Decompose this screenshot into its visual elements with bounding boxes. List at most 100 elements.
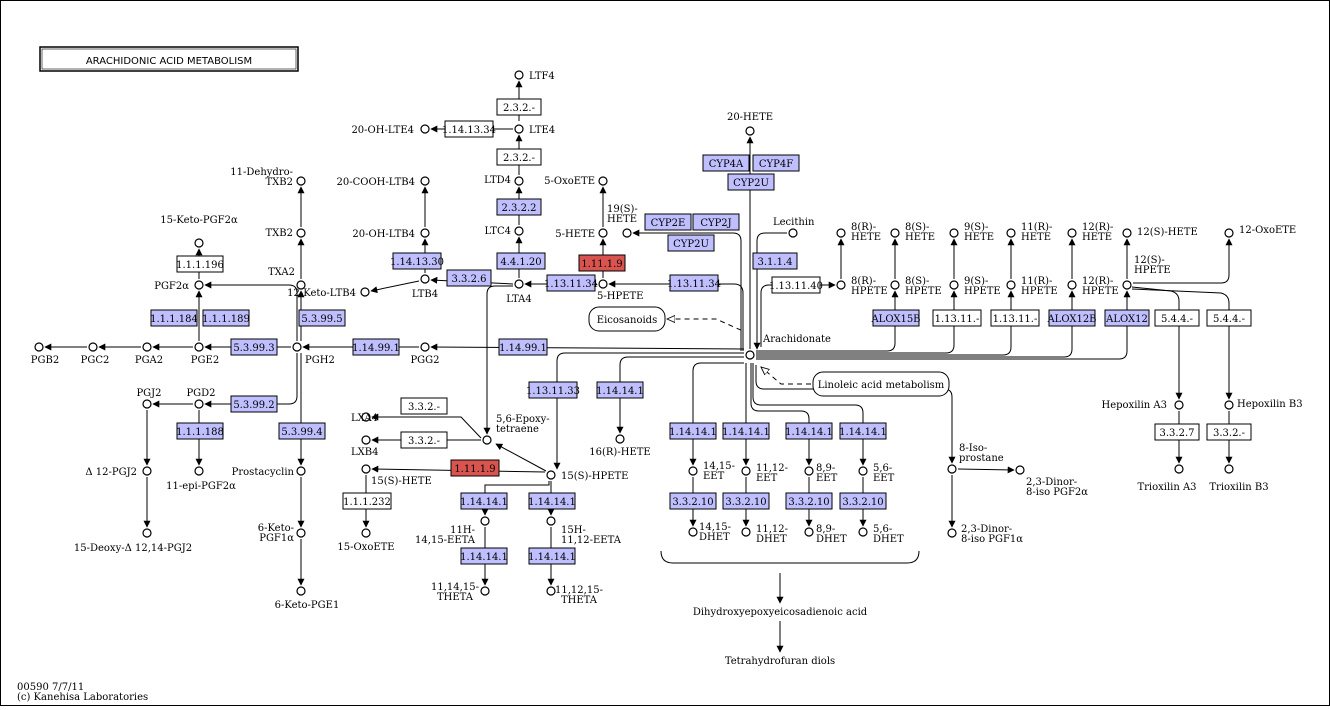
compound-node[interactable] <box>1015 465 1025 475</box>
compound-node[interactable] <box>890 280 900 290</box>
enzyme-box[interactable] <box>392 252 442 270</box>
enzyme-111188[interactable]: 1.1.1.188 <box>176 422 224 440</box>
enzyme-11499a[interactable]: 1.14.99.1 <box>352 338 400 356</box>
compound-node[interactable] <box>361 464 371 474</box>
enzyme-114141i[interactable]: 1.14.14.1 <box>839 422 887 440</box>
compound-node[interactable] <box>858 527 868 537</box>
compound-pgh2[interactable]: PGH2 <box>292 342 335 366</box>
enzyme-box[interactable] <box>230 395 278 413</box>
enzyme-box[interactable] <box>990 309 1040 327</box>
compound-20coohltb4[interactable]: 20-COOH-LTB4 <box>337 176 430 188</box>
compound-89dhet[interactable]: 8,9-DHET <box>804 524 847 545</box>
enzyme-11311a[interactable]: 1.13.11.- <box>932 309 982 327</box>
enzyme-box[interactable] <box>176 422 224 440</box>
compound-node[interactable] <box>194 399 204 409</box>
compound-pgc2[interactable]: PGC2 <box>81 342 110 366</box>
compound-node[interactable] <box>420 176 430 186</box>
compound-15h1112eeta[interactable]: 15H-11,12-EETA <box>546 516 622 546</box>
compound-16rhete[interactable]: 16(R)-HETE <box>589 434 651 458</box>
compound-node[interactable] <box>836 280 846 290</box>
enzyme-box[interactable] <box>785 422 833 440</box>
enzyme-33210a[interactable]: 3.3.2.10 <box>669 492 717 510</box>
enzyme-114141d[interactable]: 1.14.14.1 <box>460 547 508 565</box>
compound-9shete[interactable]: 9(S)-HETE <box>949 222 994 243</box>
compound-20ohlte4[interactable]: 20-OH-LTE4 <box>351 124 430 136</box>
compound-node[interactable] <box>1224 464 1234 474</box>
compound-node[interactable] <box>361 412 371 422</box>
map-link-linoleic[interactable]: Linoleic acid metabolism <box>812 371 950 397</box>
compound-ltd4[interactable]: LTD4 <box>484 175 524 186</box>
enzyme-box[interactable] <box>400 397 448 415</box>
compound-node[interactable] <box>688 527 698 537</box>
compound-15deoxypgj2[interactable]: 15-Deoxy-Δ 12,14-PGJ2 <box>74 528 192 554</box>
compound-pga2[interactable]: PGA2 <box>135 342 163 366</box>
compound-node[interactable] <box>194 342 204 352</box>
compound-node[interactable] <box>745 126 755 136</box>
compound-11rhpete[interactable]: 11(R)-HPETE <box>1006 276 1058 297</box>
compound-node[interactable] <box>420 228 430 238</box>
compound-node[interactable] <box>745 350 755 360</box>
compound-56epoxytetraene[interactable]: 5,6-Epoxy-tetraene <box>482 414 550 445</box>
enzyme-box[interactable] <box>752 154 800 172</box>
compound-prostacyclin[interactable]: Prostacyclin <box>232 466 306 478</box>
enzyme-box[interactable] <box>1206 309 1252 327</box>
enzyme-111196[interactable]: 1.1.1.196 <box>176 255 224 273</box>
enzyme-114141c[interactable]: 1.14.14.1 <box>528 492 576 510</box>
compound-lxb4[interactable]: LXB4 <box>351 435 378 458</box>
enzyme-2322b[interactable]: 2.3.2.- <box>496 148 542 166</box>
enzyme-544b[interactable]: 5.4.4.- <box>1206 309 1252 327</box>
enzyme-box[interactable] <box>278 422 326 440</box>
compound-node[interactable] <box>420 274 430 284</box>
compound-node[interactable] <box>947 528 957 538</box>
enzyme-53995[interactable]: 5.3.99.5 <box>298 309 346 327</box>
compound-node[interactable] <box>1006 228 1016 238</box>
compound-8shete[interactable]: 8(S)-HETE <box>890 222 935 243</box>
compound-15shpete[interactable]: 15(S)-HPETE <box>546 470 628 482</box>
compound-hepoxb3[interactable]: Hepoxilin B3 <box>1224 399 1303 410</box>
enzyme-11311b[interactable]: 1.13.11.- <box>990 309 1040 327</box>
compound-11h1415eeta[interactable]: 11H-14,15-EETA <box>415 516 490 546</box>
enzyme-1141330[interactable]: 1.14.13.30 <box>390 252 444 270</box>
compound-node[interactable] <box>858 466 868 476</box>
compound-node[interactable] <box>514 70 524 80</box>
enzyme-114141b[interactable]: 1.14.14.1 <box>460 492 508 510</box>
compound-node[interactable] <box>194 466 204 476</box>
compound-12shete[interactable]: 12(S)-HETE <box>1122 227 1198 238</box>
enzyme-cyp4f[interactable]: CYP4F <box>752 154 800 172</box>
compound-node[interactable] <box>1006 280 1016 290</box>
enzyme-alox12[interactable]: ALOX12 <box>1104 309 1150 327</box>
map-link-box[interactable] <box>812 371 950 397</box>
compound-node[interactable] <box>804 466 814 476</box>
enzyme-cyp2e[interactable]: CYP2E <box>644 213 692 231</box>
compound-node[interactable] <box>1174 400 1184 410</box>
enzyme-box[interactable] <box>528 381 578 399</box>
compound-node[interactable] <box>88 342 98 352</box>
compound-pgg2[interactable]: PGG2 <box>410 342 440 366</box>
compound-pgj2[interactable]: PGJ2 <box>136 388 162 409</box>
compound-5hpete[interactable]: 5-HPETE <box>597 279 643 302</box>
compound-node[interactable] <box>1122 228 1132 238</box>
enzyme-box[interactable] <box>528 492 576 510</box>
enzyme-box[interactable] <box>150 309 198 327</box>
compound-node[interactable] <box>194 238 204 248</box>
compound-node[interactable] <box>360 287 370 297</box>
compound-node[interactable] <box>514 279 524 289</box>
compound-node[interactable] <box>142 466 152 476</box>
enzyme-box[interactable] <box>298 309 346 327</box>
enzyme-cyp2u_b[interactable]: CYP2U <box>667 234 715 252</box>
compound-node[interactable] <box>296 528 306 538</box>
compound-node[interactable] <box>546 516 556 526</box>
compound-node[interactable] <box>741 527 751 537</box>
enzyme-box[interactable] <box>528 547 576 565</box>
compound-node[interactable] <box>546 470 556 480</box>
enzyme-box[interactable] <box>932 309 982 327</box>
compound-trioxb3[interactable]: Trioxilin B3 <box>1209 464 1269 493</box>
compound-d12pgj2[interactable]: Δ 12-PGJ2 <box>85 466 152 478</box>
compound-node[interactable] <box>949 280 959 290</box>
compound-23dinor8isopgf1a[interactable]: 2,3-Dinor-8-iso PGF1α <box>947 524 1023 545</box>
compound-56dhet[interactable]: 5,6-DHET <box>858 524 904 545</box>
enzyme-box[interactable] <box>352 338 400 356</box>
compound-111415theta[interactable]: 11,14,15-THETA <box>431 582 490 603</box>
compound-6ketopgf1a[interactable]: 6-Keto-PGF1α <box>258 523 306 544</box>
compound-8rhpete[interactable]: 8(R)-HPETE <box>836 276 888 297</box>
